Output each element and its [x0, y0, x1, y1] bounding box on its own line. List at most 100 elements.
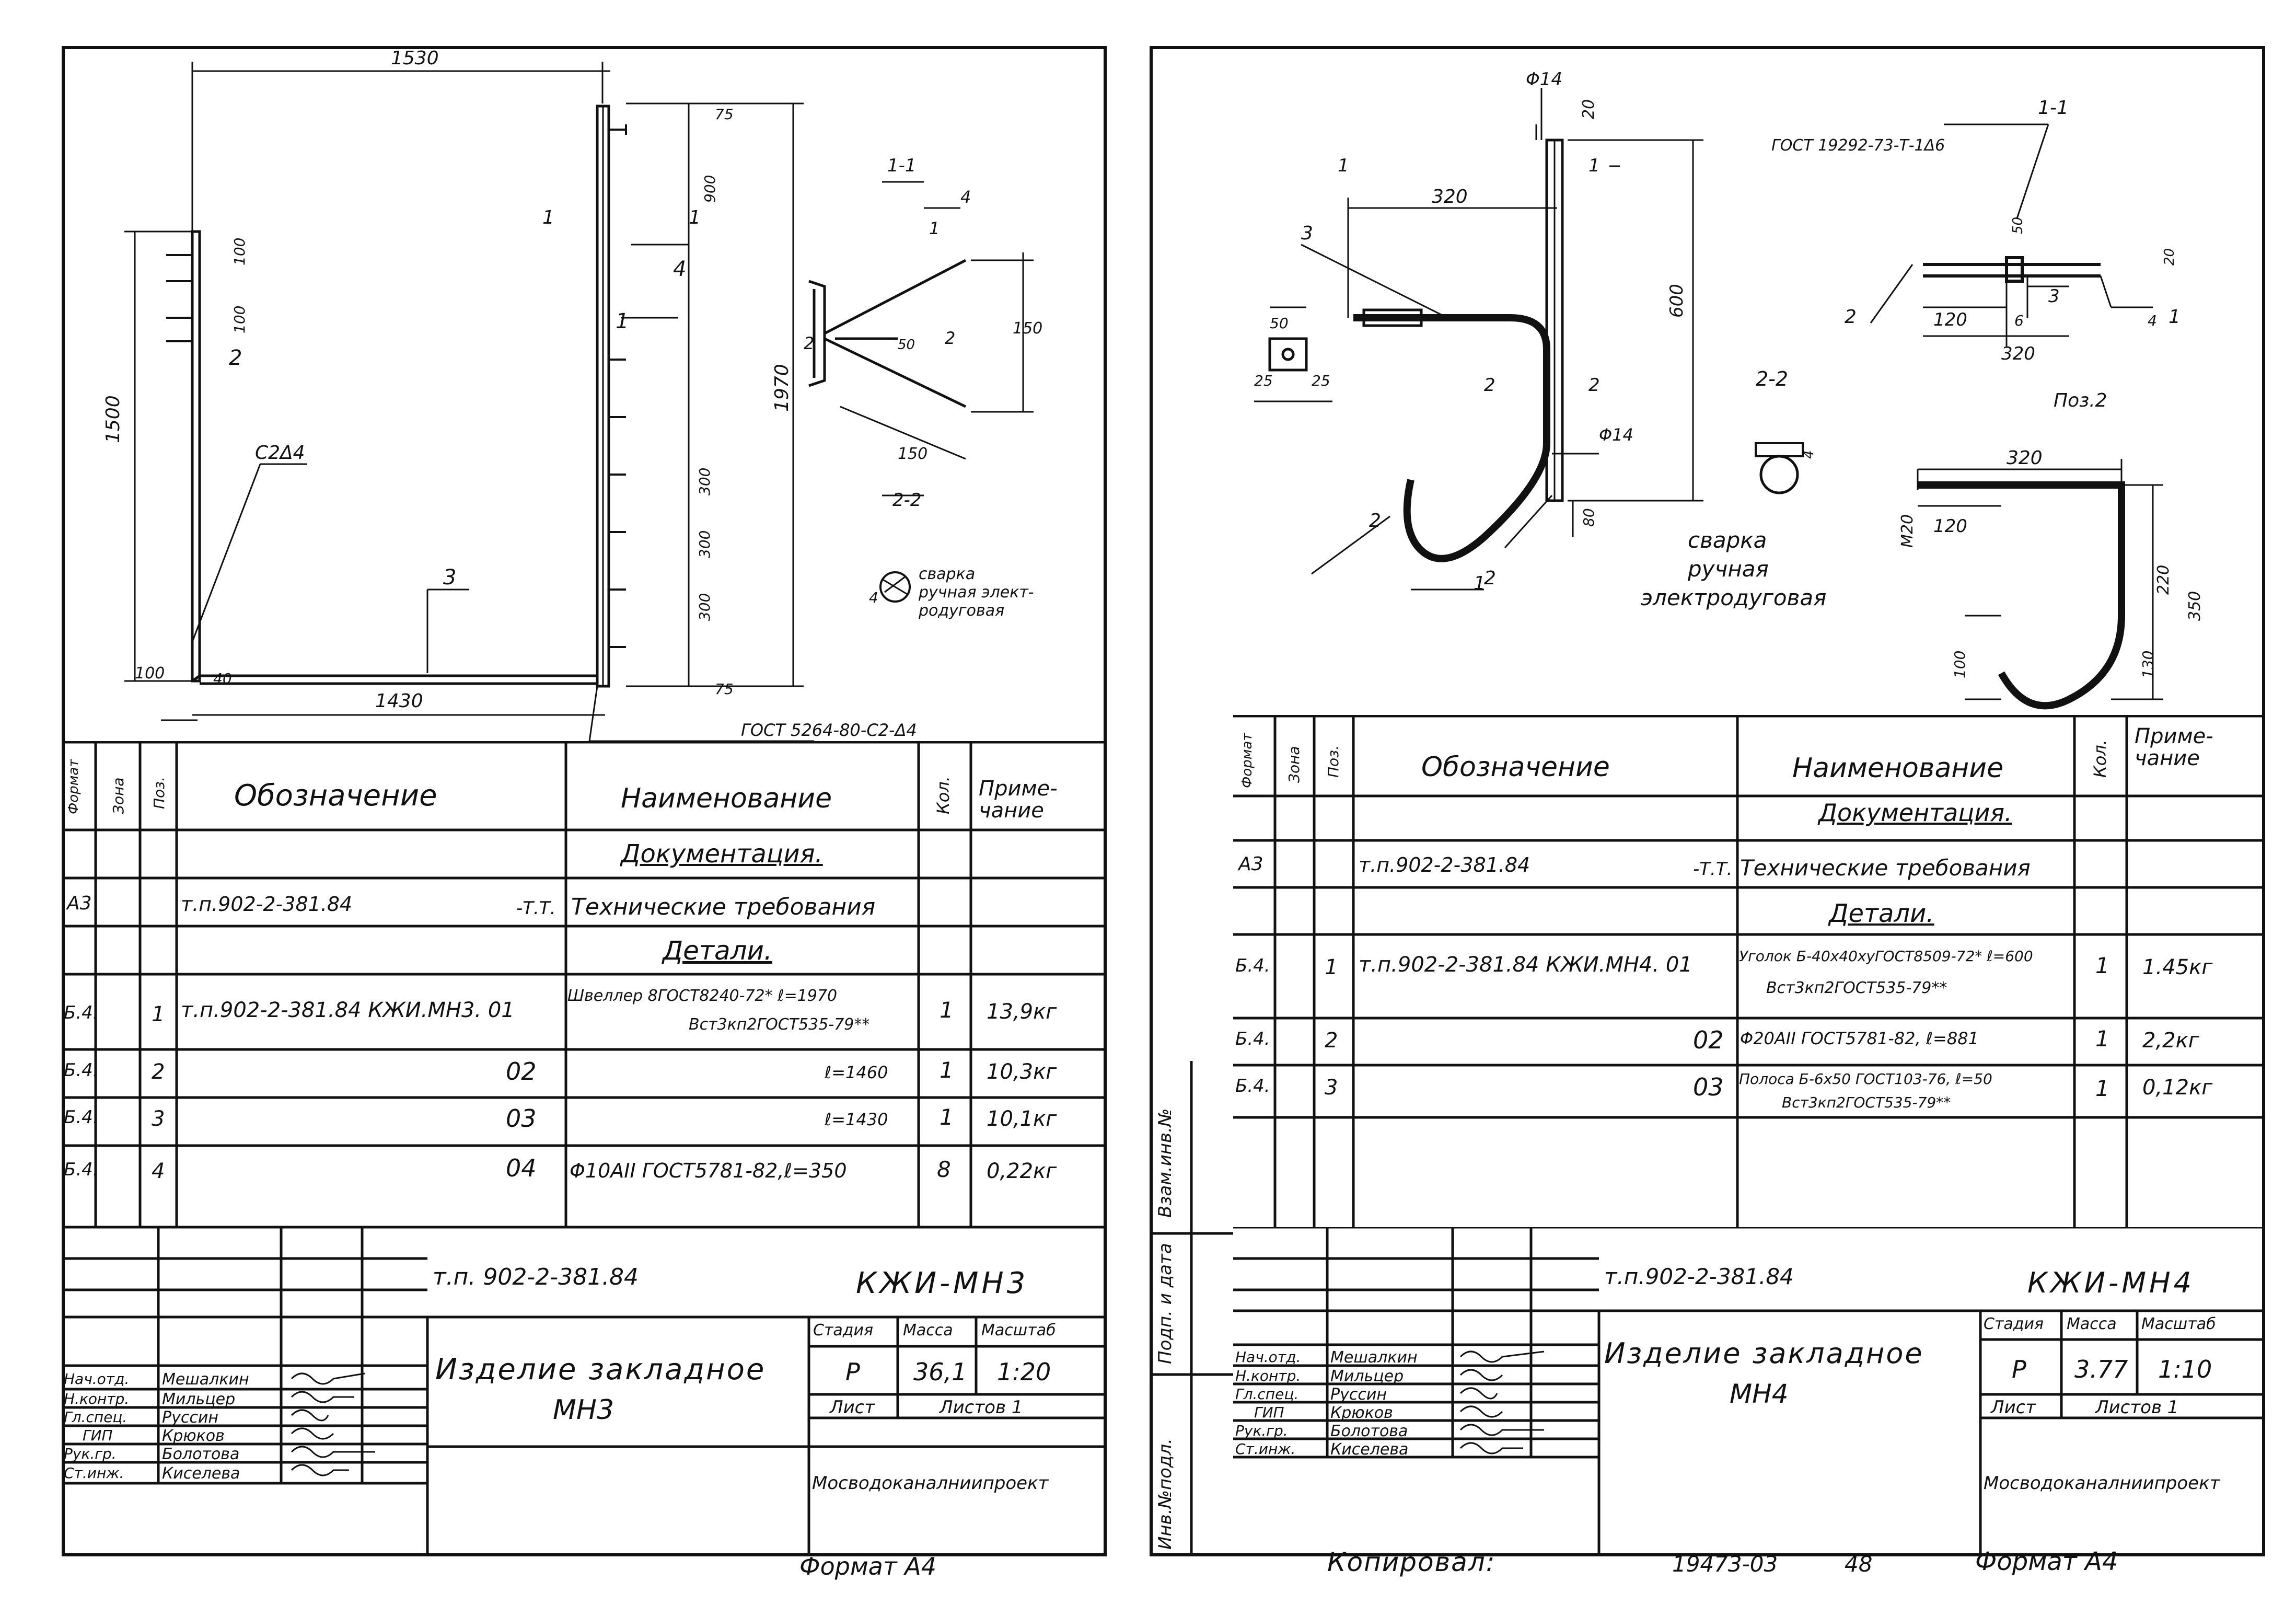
- svg-text:1: 1: [1338, 155, 1349, 176]
- row3-name2: Вст3кп2ГОСТ535-79**: [689, 1015, 870, 1034]
- hdr-code: Обозначение: [1421, 752, 1610, 783]
- staff-role: Нач.отд.: [64, 1370, 130, 1388]
- row5-qty: 1: [940, 1104, 954, 1130]
- side-label-inv: Инв.№подл.: [1155, 1438, 1176, 1550]
- svg-text:4: 4: [869, 589, 878, 606]
- row3-pos: 1: [1325, 955, 1338, 979]
- svg-text:ГОСТ 19292-73-Т-1Δ6: ГОСТ 19292-73-Т-1Δ6: [1771, 136, 1945, 155]
- hdr-format: Формат: [1239, 733, 1255, 789]
- staff-role: Ст.инж.: [1235, 1440, 1296, 1458]
- side-label-vzam: Взам.инв.№: [1155, 1108, 1176, 1218]
- svg-text:сварка: сварка: [919, 565, 975, 583]
- svg-text:2: 2: [1484, 568, 1496, 589]
- hdr-qty: Кол.: [2090, 740, 2110, 778]
- row1-fmt: А3: [1238, 853, 1263, 875]
- svg-text:50: 50: [1270, 315, 1289, 332]
- right-stamp: т.п.902-2-381.84 КЖИ-МН4 Изделие закладн…: [1233, 1227, 2265, 1556]
- row4-fmt: Б.4.: [1235, 1029, 1270, 1049]
- svg-text:1: 1: [2169, 306, 2181, 328]
- svg-text:100: 100: [1951, 651, 1968, 678]
- svg-text:2: 2: [804, 333, 814, 353]
- staff-role: Ст.инж.: [64, 1464, 124, 1482]
- svg-text:20: 20: [1580, 99, 1598, 119]
- stamp-stage-label: Стадия: [813, 1321, 874, 1340]
- svg-text:2: 2: [945, 328, 955, 348]
- svg-text:2: 2: [1484, 375, 1495, 396]
- svg-text:2: 2: [1588, 375, 1600, 396]
- svg-text:Поз.2: Поз.2: [2054, 390, 2107, 411]
- row3-name: Уголок Б-40х40хуГОСТ8509-72* ℓ=600: [1739, 948, 2033, 965]
- svg-text:4: 4: [2148, 312, 2157, 329]
- svg-text:3: 3: [2048, 286, 2060, 307]
- staff-name: Крюков: [162, 1427, 225, 1445]
- staff-name: Болотова: [162, 1445, 240, 1463]
- stamp-scale-label: Масштаб: [981, 1321, 1056, 1340]
- left-sheet: [62, 46, 1107, 1556]
- svg-text:300: 300: [696, 593, 713, 621]
- row4-pos: 2: [152, 1060, 165, 1084]
- row4-name: Φ20АII ГОСТ5781-82, ℓ=881: [1740, 1029, 1979, 1048]
- row6-qty: 8: [937, 1157, 951, 1182]
- svg-text:1: 1: [542, 207, 554, 228]
- row4-name: ℓ=1460: [825, 1063, 888, 1082]
- row3-note: 1.45кг: [2142, 955, 2213, 979]
- hdr-name: Наименование: [621, 783, 832, 814]
- right-drawing: Φ14 20 1 1 320 3 50 25 25 2 2 600 2 Φ14 …: [1254, 69, 2204, 710]
- svg-text:220: 220: [2154, 565, 2173, 595]
- row5-pos: 3: [1325, 1076, 1338, 1100]
- svg-text:320: 320: [2001, 343, 2035, 364]
- svg-text:300: 300: [696, 530, 713, 558]
- doc-title: Документация.: [621, 839, 823, 869]
- row3-pos: 1: [152, 1002, 165, 1026]
- svg-text:2-2: 2-2: [1756, 367, 1788, 390]
- stamp-project: т.п. 902-2-381.84: [433, 1264, 639, 1290]
- hdr-code: Обозначение: [234, 779, 437, 813]
- row6-note: 0,22кг: [987, 1159, 1057, 1183]
- copied-label: Копировал:: [1327, 1547, 1496, 1577]
- left-drawing: 1530 1500 1970 1430 100 40 75 900 100 10…: [102, 48, 1042, 741]
- hdr-qty: Кол.: [933, 776, 953, 814]
- row2-name: Детали.: [663, 936, 772, 966]
- row6-fmt: Б.4.: [64, 1159, 99, 1180]
- dim-100-bottom: 100: [135, 664, 165, 683]
- stamp-title2: МН4: [1730, 1379, 1789, 1409]
- row3-note: 13,9кг: [987, 1000, 1057, 1024]
- svg-text:320: 320: [1432, 186, 1468, 207]
- doc-title: Документация.: [1818, 799, 2012, 827]
- row4-code: 02: [1693, 1026, 1724, 1054]
- svg-text:M20: M20: [1898, 514, 1917, 548]
- row5-code: 03: [506, 1104, 537, 1133]
- svg-text:100: 100: [231, 238, 248, 265]
- left-spec-table: Формат Зона Поз. Обозначение Наименовани…: [62, 741, 1107, 1227]
- dim-1500: 1500: [102, 395, 124, 443]
- stamp-code: КЖИ-МН4: [2027, 1266, 2195, 1299]
- row5-name: ℓ=1430: [825, 1110, 888, 1129]
- staff-name: Мильцер: [1330, 1367, 1404, 1385]
- staff-role: Н.контр.: [64, 1390, 130, 1407]
- row4-note: 2,2кг: [2142, 1029, 2199, 1053]
- row4-qty: 1: [2095, 1026, 2109, 1052]
- svg-text:3: 3: [1301, 223, 1313, 244]
- svg-text:2: 2: [229, 346, 242, 370]
- row4-note: 10,3кг: [987, 1060, 1057, 1084]
- staff-name: Мешалкин: [162, 1370, 249, 1389]
- stamp-org: Мосводоканалниипроект: [812, 1473, 1049, 1494]
- left-format: Формат А4: [799, 1552, 936, 1580]
- svg-text:ручная элект-: ручная элект-: [918, 583, 1034, 602]
- row4-code: 02: [506, 1057, 537, 1086]
- row1-fmt: А3: [67, 893, 92, 914]
- signatures: [1459, 1350, 1545, 1454]
- row4-qty: 1: [940, 1057, 954, 1083]
- row3-name2: Вст3кп2ГОСТ535-79**: [1766, 979, 1947, 997]
- staff-role: Рук.гр.: [1235, 1422, 1288, 1439]
- staff-name: Киселева: [162, 1464, 240, 1483]
- row1-name: Технические требования: [1740, 855, 2031, 881]
- svg-text:75: 75: [715, 106, 734, 123]
- svg-text:Φ14: Φ14: [1599, 425, 1633, 445]
- staff-role: Рук.гр.: [64, 1445, 117, 1462]
- row3-fmt: Б.4.: [64, 1002, 99, 1023]
- stamp-mass: 3.77: [2074, 1355, 2128, 1383]
- svg-text:75: 75: [715, 680, 734, 698]
- doc-number: 19473-03: [1672, 1551, 1778, 1577]
- row6-code: 04: [506, 1154, 537, 1182]
